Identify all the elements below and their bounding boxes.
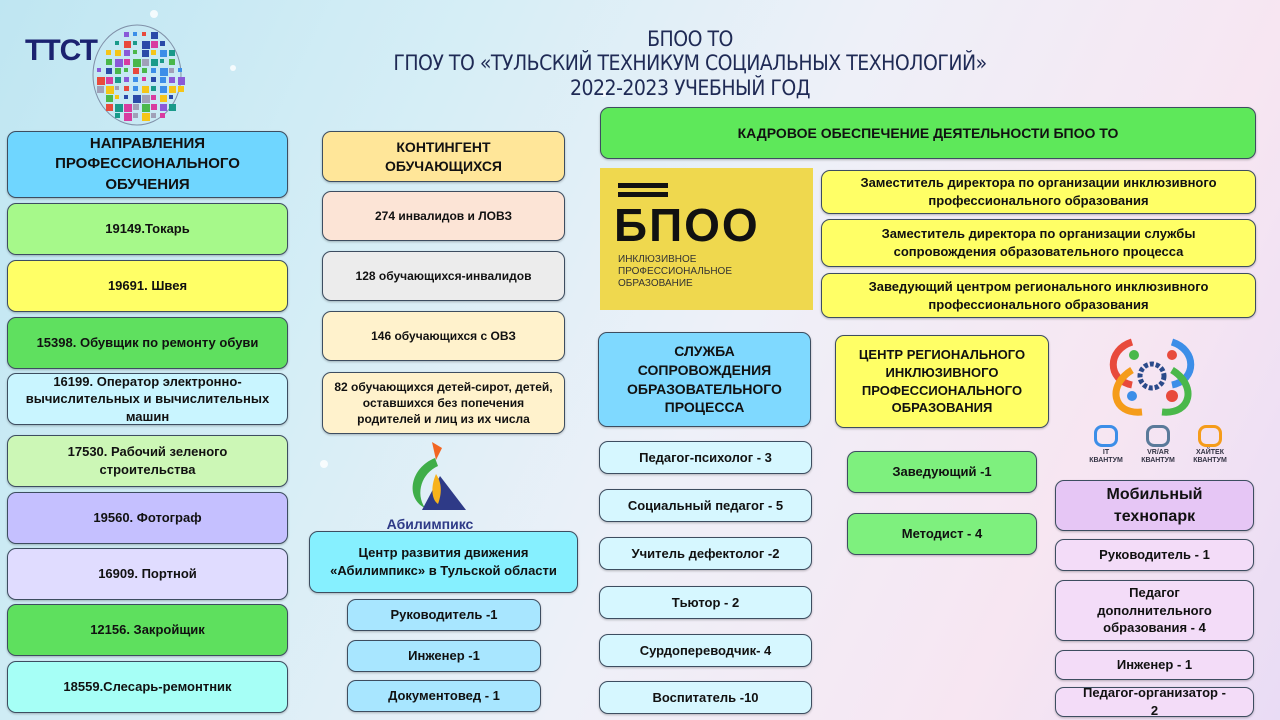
staff-position-item: Заместитель директора по организации слу…	[821, 219, 1256, 267]
bpoo-logo: БПОО ИНКЛЮЗИВНОЕ ПРОФЕССИОНАЛЬНОЕ ОБРАЗО…	[600, 168, 813, 310]
technopark-item: Педагог-организатор - 2	[1055, 685, 1254, 718]
ttst-logo-text: ТТСТ	[25, 34, 98, 67]
support-service-item: Педагог-психолог - 3	[599, 441, 812, 474]
abilympics-staff-item: Инженер -1	[347, 640, 541, 672]
directions-header: НАПРАВЛЕНИЯ ПРОФЕССИОНАЛЬНОГО ОБУЧЕНИЯ	[7, 131, 288, 198]
support-service-item: Сурдопереводчик- 4	[599, 634, 812, 667]
support-service-item: Учитель дефектолог -2	[599, 537, 812, 570]
regional-center-item: Заведующий -1	[847, 451, 1037, 493]
contingent-item: 128 обучающихся-инвалидов	[322, 251, 565, 301]
support-service-item: Тьютор - 2	[599, 586, 812, 619]
contingent-item: 82 обучающихся детей-сирот, детей, остав…	[322, 372, 565, 434]
direction-item: 19149.Токарь	[7, 203, 288, 255]
ttst-logo: ТТСТ	[25, 20, 186, 126]
quantum-logo: VR/AR КВАНТУМ	[1132, 425, 1184, 470]
abilympics-logo-icon	[412, 442, 466, 510]
contingent-item: 274 инвалидов и ЛОВЗ	[322, 191, 565, 241]
bpoo-logo-text: БПОО	[614, 199, 760, 251]
quantum-logo-icon	[1146, 425, 1170, 447]
technopark-item: Руководитель - 1	[1055, 539, 1254, 571]
abilympics-center-header: Центр развития движения «Абилимпикс» в Т…	[309, 531, 578, 593]
direction-item: 12156. Закройщик	[7, 604, 288, 656]
support-service-item: Социальный педагог - 5	[599, 489, 812, 522]
kvantorium-gear-icon	[1109, 338, 1195, 416]
bpoo-logo-subtitle: ИНКЛЮЗИВНОЕ ПРОФЕССИОНАЛЬНОЕ ОБРАЗОВАНИЕ	[618, 254, 733, 289]
title-line-1: БПОО ТО	[647, 27, 733, 51]
support-service-header: СЛУЖБА СОПРОВОЖДЕНИЯ ОБРАЗОВАТЕЛЬНОГО ПР…	[598, 332, 811, 427]
abilympics-staff-item: Руководитель -1	[347, 599, 541, 631]
staffing-header: КАДРОВОЕ ОБЕСПЕЧЕНИЕ ДЕЯТЕЛЬНОСТИ БПОО Т…	[600, 107, 1256, 159]
quantum-logo-label: ХАЙТЕК КВАНТУМ	[1193, 449, 1227, 464]
quantum-logo-icon	[1198, 425, 1222, 447]
quantum-logo-label: IT КВАНТУМ	[1089, 449, 1123, 464]
direction-item: 18559.Слесарь-ремонтник	[7, 661, 288, 713]
technopark-item: Педагог дополнительного образования - 4	[1055, 580, 1254, 641]
direction-item: 16199. Оператор электронно-вычислительны…	[7, 373, 288, 425]
title-line-2: ГПОУ ТО «ТУЛЬСКИЙ ТЕХНИКУМ СОЦИАЛЬНЫХ ТЕ…	[393, 51, 987, 75]
abilympics-logo-text: Абилимпикс	[386, 516, 474, 532]
direction-item: 19691. Швея	[7, 260, 288, 312]
technopark-item: Инженер - 1	[1055, 650, 1254, 680]
staff-position-item: Заместитель директора по организации инк…	[821, 170, 1256, 214]
contingent-item: 146 обучающихся с ОВЗ	[322, 311, 565, 361]
technopark-header: Мобильный технопарк	[1055, 480, 1254, 531]
direction-item: 17530. Рабочий зеленого строительства	[7, 435, 288, 487]
bpoo-logo-bars-icon	[618, 183, 668, 188]
quantum-logo: ХАЙТЕК КВАНТУМ	[1184, 425, 1236, 470]
regional-center-item: Методист - 4	[847, 513, 1037, 555]
regional-center-header: ЦЕНТР РЕГИОНАЛЬНОГО ИНКЛЮЗИВНОГО ПРОФЕСС…	[835, 335, 1049, 428]
ttst-logo-mosaic-icon	[92, 24, 186, 126]
abilympics-staff-item: Документовед - 1	[347, 680, 541, 712]
direction-item: 15398. Обувщик по ремонту обуви	[7, 317, 288, 369]
quantum-logo: IT КВАНТУМ	[1080, 425, 1132, 470]
direction-item: 16909. Портной	[7, 548, 288, 600]
quantum-logo-icon	[1094, 425, 1118, 447]
quantum-logo-label: VR/AR КВАНТУМ	[1141, 449, 1175, 464]
direction-item: 19560. Фотограф	[7, 492, 288, 544]
kvantorium-logo	[1102, 330, 1202, 422]
support-service-item: Воспитатель -10	[599, 681, 812, 714]
staff-position-item: Заведующий центром регионального инклюзи…	[821, 273, 1256, 318]
title-line-3: 2022-2023 УЧЕБНЫЙ ГОД	[570, 76, 811, 100]
contingent-header: КОНТИНГЕНТ ОБУЧАЮЩИХСЯ	[322, 131, 565, 182]
abilympics-logo: Абилимпикс	[380, 438, 480, 532]
